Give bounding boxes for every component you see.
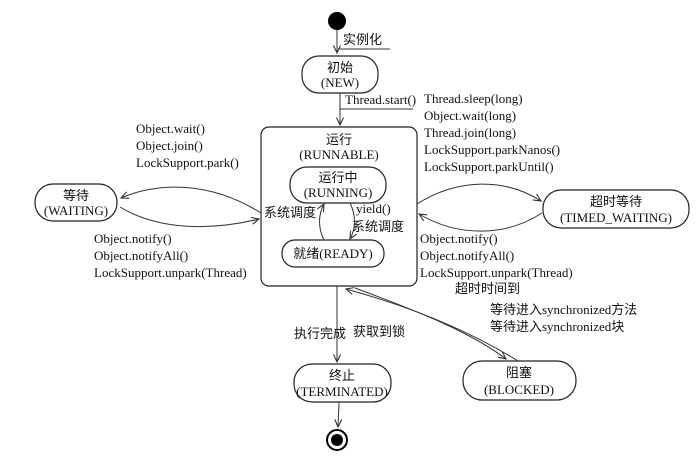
to-waiting-label-3: LockSupport.park() <box>136 155 239 170</box>
transition-schedule-up-arrow <box>317 202 325 241</box>
from-timed-label-1: Object.notify() <box>420 231 498 246</box>
transition-to-final-arrow <box>334 401 343 429</box>
transition-to-timed-waiting-arrow <box>416 183 543 205</box>
state-new-label-zh: 初始 <box>327 60 353 75</box>
state-timed-waiting-box <box>542 189 690 229</box>
transition-yield-down-arrow <box>349 202 357 241</box>
state-new-label-en: (NEW) <box>321 75 359 90</box>
from-waiting-label-2: Object.notifyAll() <box>94 248 188 263</box>
transition-from-timed-waiting-arrow <box>417 212 543 232</box>
state-runnable-label-en: (RUNNABLE) <box>299 147 378 162</box>
transition-schedule-left-label: 系统调度 <box>264 205 316 220</box>
transition-to-waiting-arrow <box>119 186 262 214</box>
to-waiting-label-2: Object.join() <box>136 138 203 153</box>
from-timed-label-4: 超时时间到 <box>455 281 520 296</box>
transition-yield-label: yield() <box>356 201 391 216</box>
state-ready: 就绪(READY) <box>281 239 385 268</box>
state-waiting-label-en: (WAITING) <box>44 203 108 218</box>
state-waiting-box <box>34 183 118 222</box>
state-timed-waiting-label-en: (TIMED_WAITING) <box>560 210 672 225</box>
state-blocked-box <box>462 360 577 401</box>
transition-to-blocked-arrow <box>354 287 508 360</box>
state-waiting-label-zh: 等待 <box>63 188 89 203</box>
transition-execution-complete-label: 执行完成 <box>294 326 346 341</box>
from-waiting-label-1: Object.notify() <box>94 231 172 246</box>
to-timed-label-2: Object.wait(long) <box>424 108 516 123</box>
transition-instantiate-label: 实例化 <box>343 32 382 47</box>
from-waiting-label-3: LockSupport.unpark(Thread) <box>94 265 247 280</box>
to-timed-label-1: Thread.sleep(long) <box>424 91 523 106</box>
to-blocked-label-2: 等待进入synchronized块 <box>490 319 624 334</box>
state-runnable-label-zh: 运行 <box>326 132 352 147</box>
state-blocked-label-en: (BLOCKED) <box>484 382 554 397</box>
transition-acquire-lock-arrow <box>344 287 519 362</box>
state-waiting: 等待 (WAITING) <box>34 183 118 222</box>
state-ready-box <box>281 239 385 268</box>
from-timed-label-3: LockSupport.unpark(Thread) <box>420 265 573 280</box>
state-runnable: 运行 (RUNNABLE) <box>260 126 418 287</box>
transition-from-waiting-arrow <box>119 206 261 228</box>
state-running-box <box>289 166 387 204</box>
state-timed-waiting: 超时等待 (TIMED_WAITING) <box>542 189 690 229</box>
state-terminated: 终止 (TERMINATED) <box>293 363 392 403</box>
to-timed-label-4: LockSupport.parkNanos() <box>424 142 560 157</box>
to-blocked-label-1: 等待进入synchronized方法 <box>490 302 637 317</box>
state-terminated-label-en: (TERMINATED) <box>296 384 388 399</box>
state-running: 运行中 (RUNNING) <box>289 166 387 204</box>
state-running-label-zh: 运行中 <box>318 170 357 185</box>
final-state-inner-dot <box>331 434 343 446</box>
state-runnable-box <box>260 126 418 287</box>
transition-schedule-right-label: 系统调度 <box>352 219 404 234</box>
state-terminated-box <box>293 363 392 403</box>
to-timed-label-3: Thread.join(long) <box>424 125 516 140</box>
transition-thread-start-label: Thread.start() <box>345 92 416 107</box>
to-waiting-label-1: Object.wait() <box>136 121 205 136</box>
to-timed-label-5: LockSupport.parkUntil() <box>424 159 554 174</box>
from-timed-label-2: Object.notifyAll() <box>420 248 514 263</box>
state-terminated-label-zh: 终止 <box>329 368 355 383</box>
state-timed-waiting-label-zh: 超时等待 <box>590 194 642 209</box>
state-ready-label: 就绪(READY) <box>293 246 372 261</box>
transition-acquire-lock-label: 获取到锁 <box>353 324 405 339</box>
state-running-label-en: (RUNNING) <box>304 185 373 200</box>
initial-state-node <box>328 12 346 30</box>
state-new: 初始 (NEW) <box>301 55 379 94</box>
state-blocked-label-zh: 阻塞 <box>506 365 532 380</box>
final-state-node <box>326 429 348 451</box>
state-blocked: 阻塞 (BLOCKED) <box>462 360 577 401</box>
